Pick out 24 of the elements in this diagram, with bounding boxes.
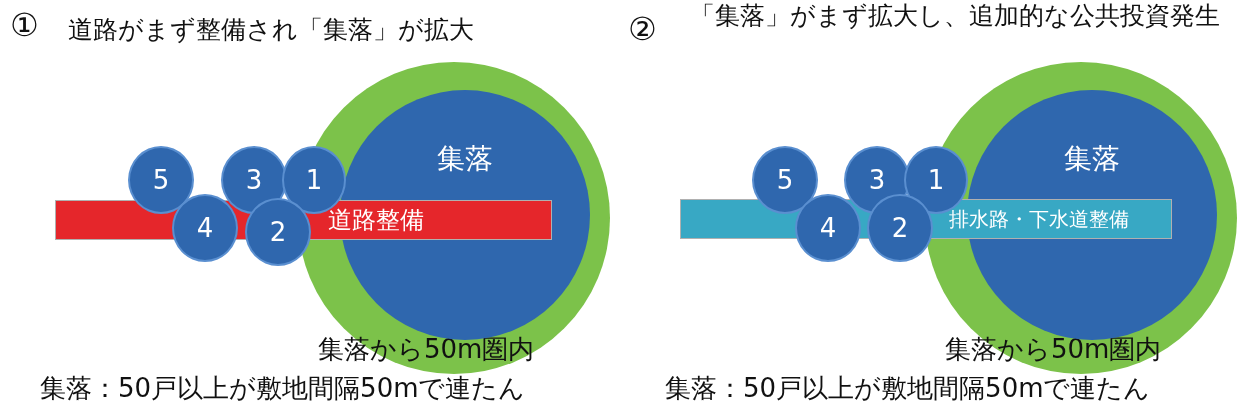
numbered-circle bbox=[795, 194, 861, 262]
circle-number: 2 bbox=[269, 217, 287, 247]
definition-note: 集落：50戸以上が敷地間隔50mで連たん bbox=[665, 374, 1151, 403]
circle-number: 3 bbox=[868, 165, 886, 195]
circle-number: 2 bbox=[891, 213, 909, 243]
circle-number: 3 bbox=[245, 165, 263, 195]
step-number: ② bbox=[628, 12, 657, 48]
circle-number: 5 bbox=[152, 165, 170, 195]
settlement-label: 集落 bbox=[1063, 141, 1121, 177]
definition-note: 集落：50戸以上が敷地間隔50mで連たん bbox=[40, 374, 526, 403]
zone-label: 集落から50m圏内 bbox=[318, 333, 535, 366]
numbered-circle bbox=[172, 194, 238, 262]
circle-number: 5 bbox=[776, 165, 794, 195]
bar-label: 道路整備 bbox=[328, 205, 424, 236]
bar-label: 排水路・下水道整備 bbox=[949, 205, 1129, 233]
settlement-label: 集落 bbox=[436, 141, 494, 177]
panel-title: 道路がまず整備され「集落」が拡大 bbox=[68, 16, 474, 44]
circle-number: 1 bbox=[305, 165, 323, 195]
zone-label: 集落から50m圏内 bbox=[945, 333, 1162, 366]
circle-number: 1 bbox=[927, 165, 945, 195]
circle-number: 4 bbox=[819, 213, 837, 243]
step-number: ① bbox=[10, 8, 39, 44]
circle-number: 4 bbox=[196, 213, 214, 243]
panel-title: 「集落」がまず拡大し、追加的な公共投資発生 bbox=[690, 2, 1221, 30]
